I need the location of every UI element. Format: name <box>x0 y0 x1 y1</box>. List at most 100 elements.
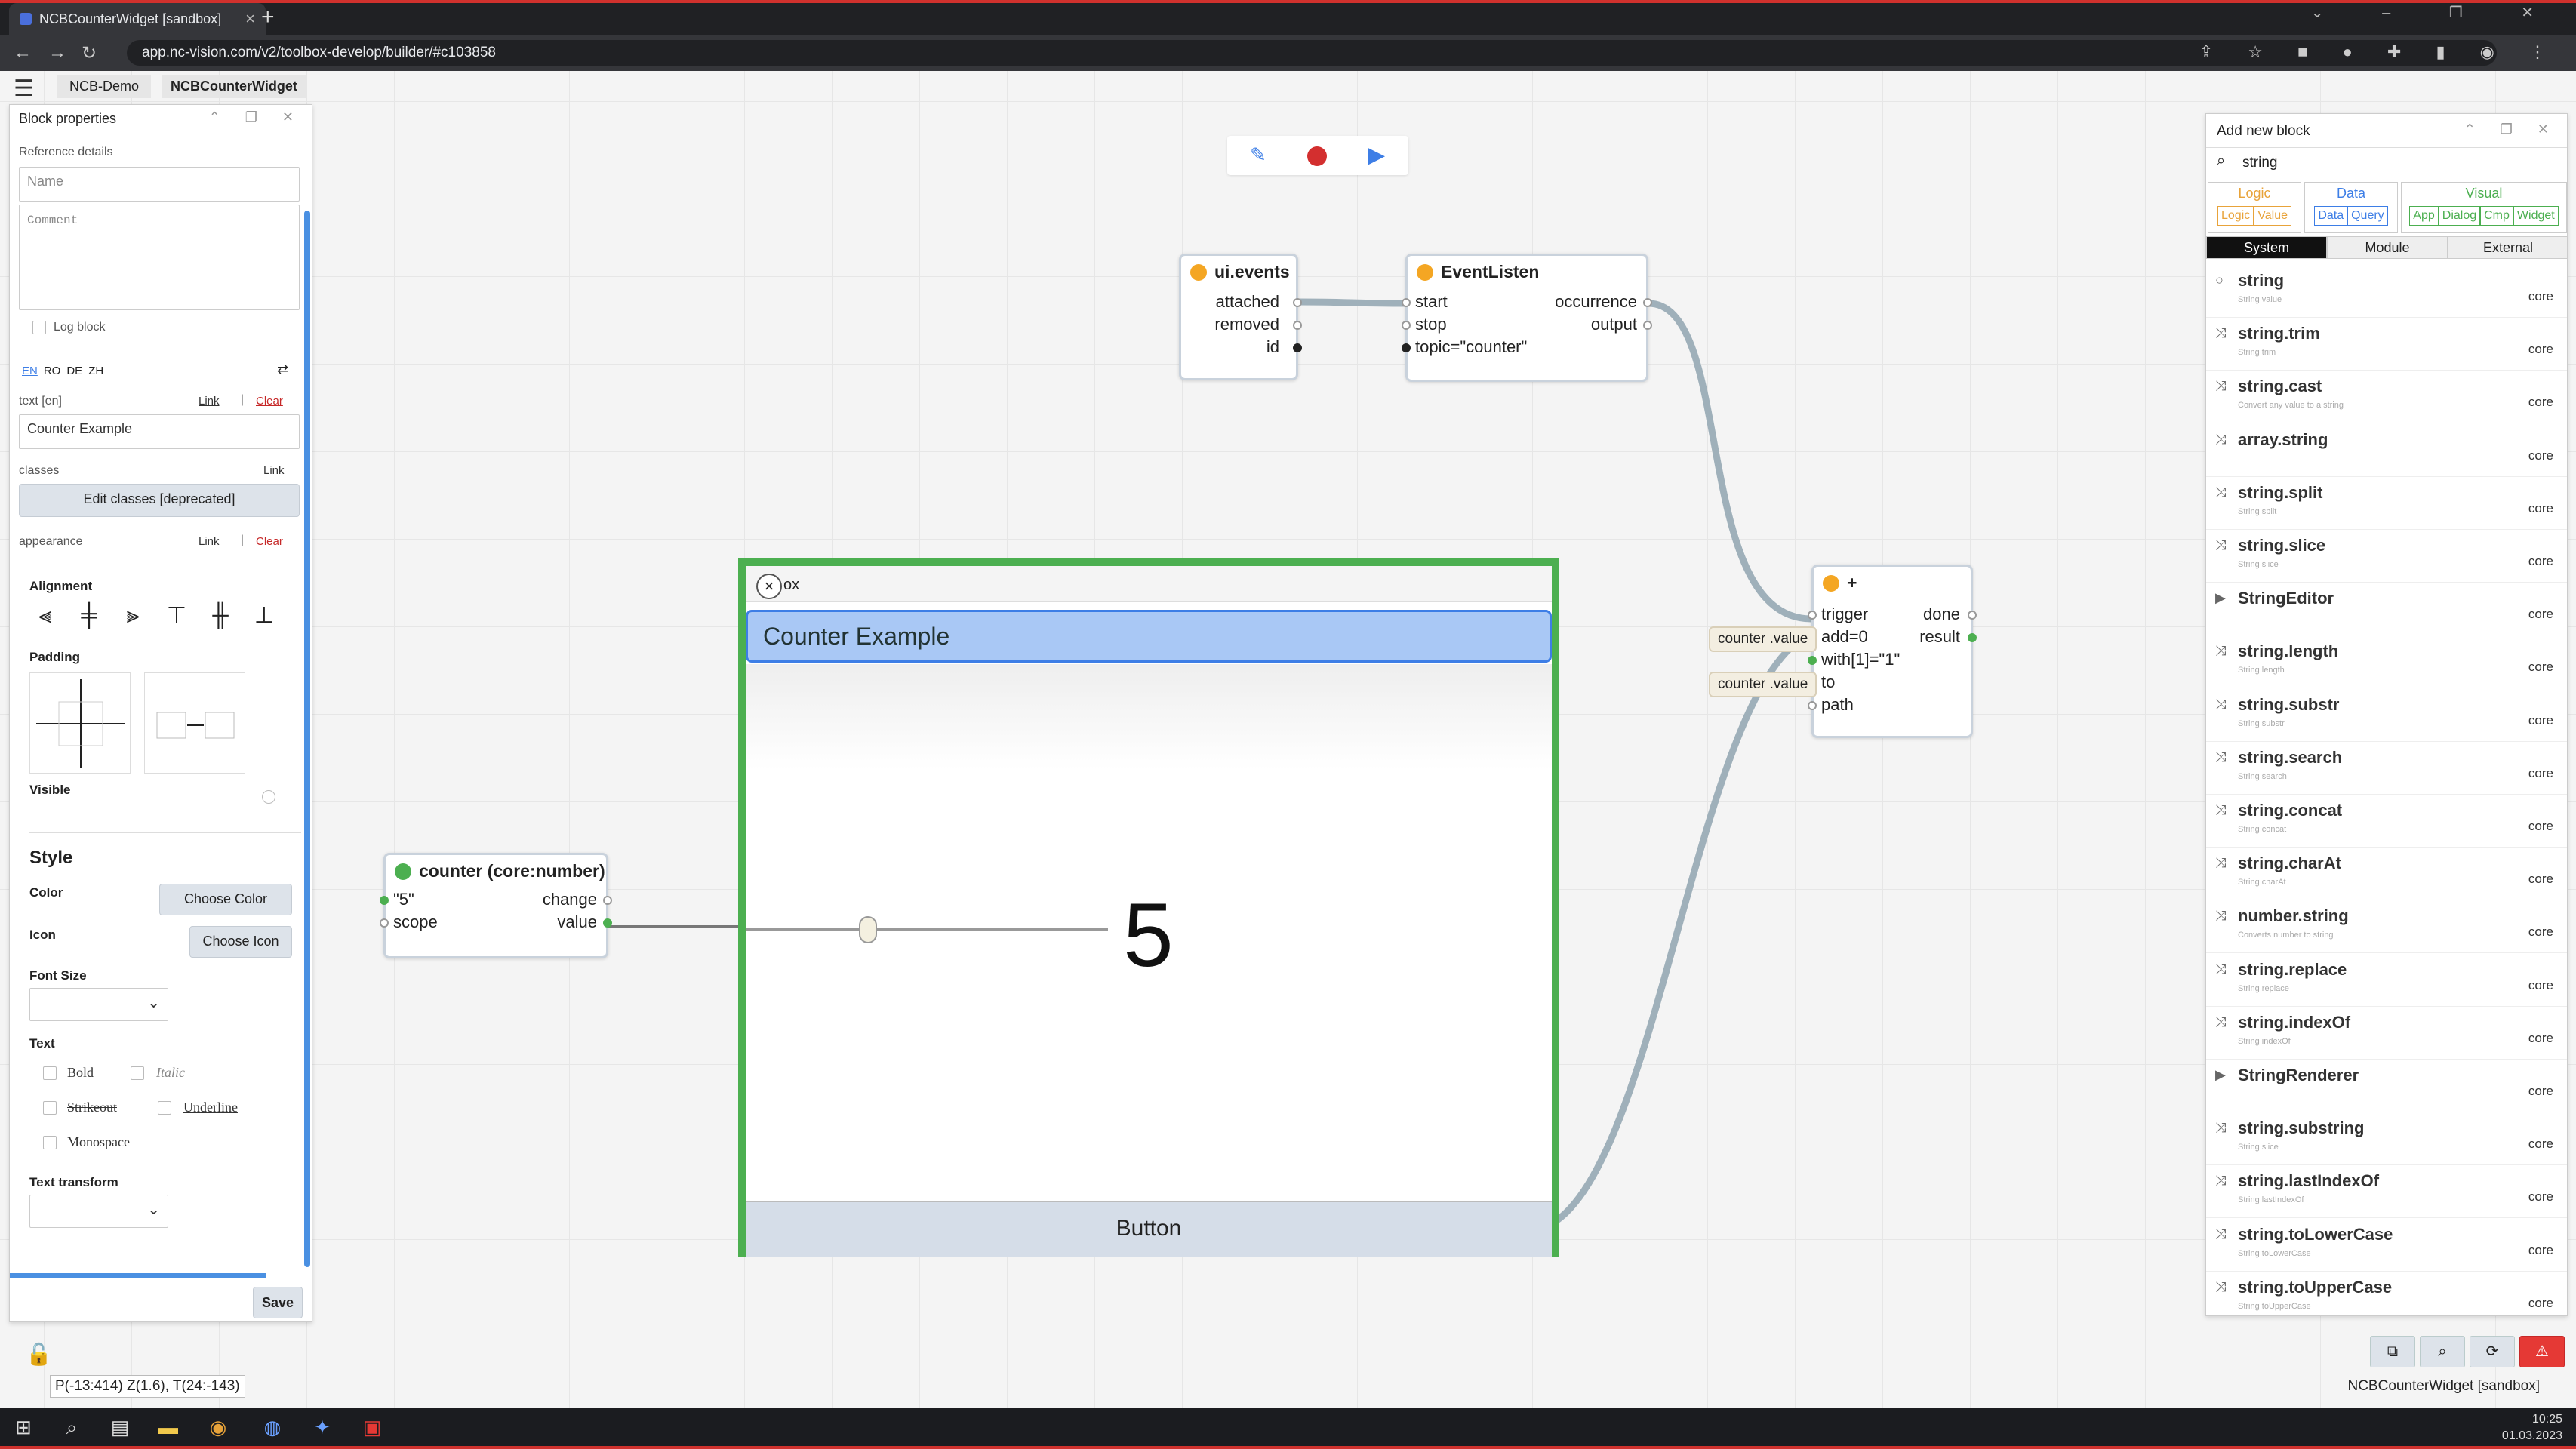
hierarchy-icon[interactable]: ⧉ <box>2370 1336 2415 1367</box>
lang-de[interactable]: DE <box>66 365 83 377</box>
port-dot[interactable] <box>1968 611 1977 620</box>
padding-outer-control[interactable] <box>29 672 131 774</box>
port-dot[interactable] <box>603 896 612 905</box>
chip-logic[interactable]: Logic <box>2217 206 2254 226</box>
choose-icon-button[interactable]: Choose Icon <box>189 926 292 958</box>
text-clear[interactable]: Clear <box>256 395 283 408</box>
text-transform-select[interactable]: ⌄ <box>29 1195 168 1228</box>
port-change[interactable]: change <box>542 890 597 909</box>
port-trigger[interactable]: trigger <box>1821 605 1869 623</box>
lock-icon[interactable]: 🔓 <box>26 1343 52 1366</box>
align-bottom-icon[interactable]: ⊥ <box>254 603 275 628</box>
port-dot[interactable] <box>603 918 612 928</box>
port-done[interactable]: done <box>1923 605 1960 623</box>
frame-close-icon[interactable]: × <box>756 574 782 599</box>
slider-thumb[interactable] <box>859 916 877 943</box>
visible-checkbox[interactable] <box>262 790 275 804</box>
align-left-icon[interactable]: ⫷ <box>38 603 52 628</box>
padding-inner-control[interactable] <box>144 672 245 774</box>
text-input[interactable]: Counter Example <box>19 414 300 449</box>
app-icon[interactable]: ✦ <box>314 1416 331 1438</box>
chip-app[interactable]: App <box>2409 206 2439 226</box>
port-initial[interactable]: "5" <box>393 890 414 909</box>
port-add[interactable]: add=0 <box>1821 627 1868 646</box>
block-search-input[interactable]: ⌕ string <box>2206 147 2567 177</box>
align-right-icon[interactable]: ⫸ <box>126 603 140 628</box>
align-top-icon[interactable]: ⊤ <box>166 603 187 628</box>
panel-controls[interactable]: ⌃ ❐ ✕ <box>208 109 304 125</box>
panel-scrollbar[interactable] <box>304 211 310 1267</box>
tab-external[interactable]: External <box>2448 236 2567 259</box>
back-icon[interactable]: ← <box>14 42 32 63</box>
close-tab-icon[interactable]: × <box>245 9 255 28</box>
node-plus[interactable]: + trigger add=0 with[1]="1" to path done… <box>1808 565 1977 738</box>
classes-link[interactable]: Link <box>263 464 285 477</box>
port-topic[interactable]: topic="counter" <box>1415 337 1528 356</box>
underline-checkbox[interactable] <box>158 1101 171 1115</box>
counter-value-tag[interactable]: counter .value <box>1709 626 1817 652</box>
chrome-icon[interactable]: ◉ <box>209 1416 227 1438</box>
chip-dialog[interactable]: Dialog <box>2438 206 2481 226</box>
forward-icon[interactable]: → <box>48 42 66 63</box>
widget-button[interactable]: Button <box>746 1201 1552 1257</box>
log-block-checkbox[interactable] <box>32 321 46 334</box>
save-button[interactable]: Save <box>253 1287 303 1318</box>
chip-cmp[interactable]: Cmp <box>2480 206 2513 226</box>
task-view-icon[interactable]: ▤ <box>110 1416 130 1438</box>
port-dot[interactable] <box>1402 343 1411 352</box>
comment-textarea[interactable]: Comment <box>19 205 300 310</box>
edit-pencil-icon[interactable]: ✎ <box>1250 143 1266 166</box>
new-tab-icon[interactable]: + <box>261 5 275 29</box>
node-counter[interactable]: counter (core:number) "5" scope change v… <box>380 853 612 958</box>
port-dot[interactable] <box>1808 701 1817 710</box>
counter-value-tag[interactable]: counter .value <box>1709 672 1817 697</box>
zoom-icon[interactable]: ⌕ <box>2420 1336 2465 1367</box>
hamburger-menu-icon[interactable]: ☰ <box>14 76 34 101</box>
align-center-icon[interactable]: ╪ <box>81 603 97 628</box>
bold-checkbox[interactable] <box>43 1066 57 1080</box>
port-dot[interactable] <box>1402 321 1411 330</box>
port-attached[interactable]: attached <box>1215 292 1279 311</box>
port-start[interactable]: start <box>1415 292 1448 311</box>
port-dot[interactable] <box>1293 298 1302 307</box>
port-dot[interactable] <box>1293 321 1302 330</box>
tab-system[interactable]: System <box>2206 236 2327 259</box>
edit-classes-button[interactable]: Edit classes [deprecated] <box>19 484 300 517</box>
strikeout-checkbox[interactable] <box>43 1101 57 1115</box>
file-explorer-icon[interactable]: ▬ <box>158 1416 178 1438</box>
port-with[interactable]: with[1]="1" <box>1821 650 1900 669</box>
port-id[interactable]: id <box>1266 337 1279 356</box>
port-output[interactable]: output <box>1590 315 1637 334</box>
port-occurrence[interactable]: occurrence <box>1555 292 1637 311</box>
port-dot[interactable] <box>1808 611 1817 620</box>
search-icon[interactable]: ⌕ <box>66 1416 78 1438</box>
appearance-clear[interactable]: Clear <box>256 535 283 548</box>
refresh-icon[interactable]: ⟳ <box>2470 1336 2515 1367</box>
translate-icon[interactable]: ⇄ <box>277 361 289 377</box>
header-block[interactable]: Counter Example <box>746 610 1552 663</box>
windows-start-icon[interactable]: ⊞ <box>15 1416 32 1438</box>
port-dot[interactable] <box>1968 633 1977 642</box>
extension-icons[interactable]: ⇪ ☆ ■ ● ✚ ▮ ◉ ⋮ <box>2199 42 2561 61</box>
slider-track[interactable] <box>746 928 1108 931</box>
widget-frame[interactable]: × ox Counter Example 5 Button <box>738 558 1559 1257</box>
browser-tab[interactable]: NCBCounterWidget [sandbox] × <box>9 3 266 35</box>
